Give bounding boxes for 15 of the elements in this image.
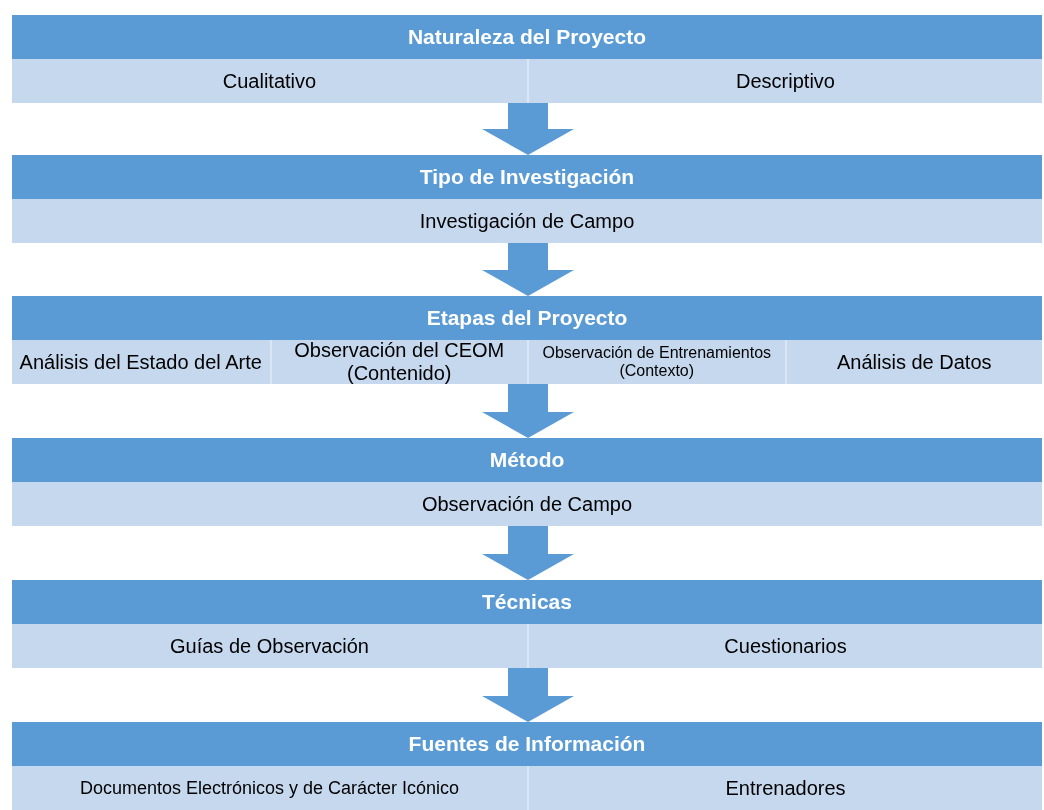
block-arrow [482,243,574,296]
block-arrow [482,103,574,155]
block-arrow [482,384,574,438]
section-header: Tipo de Investigación [12,155,1042,199]
section-block [12,722,1042,810]
section-header: Naturaleza del Proyecto [12,15,1042,59]
section-block [12,15,1042,103]
section-header: Método [12,438,1042,482]
section-header: Técnicas [12,580,1042,624]
section-block [12,296,1042,384]
block-arrow [482,526,574,580]
block-arrow [482,668,574,722]
section-header: Etapas del Proyecto [12,296,1042,340]
section-block [12,580,1042,668]
section-header: Fuentes de Información [12,722,1042,766]
